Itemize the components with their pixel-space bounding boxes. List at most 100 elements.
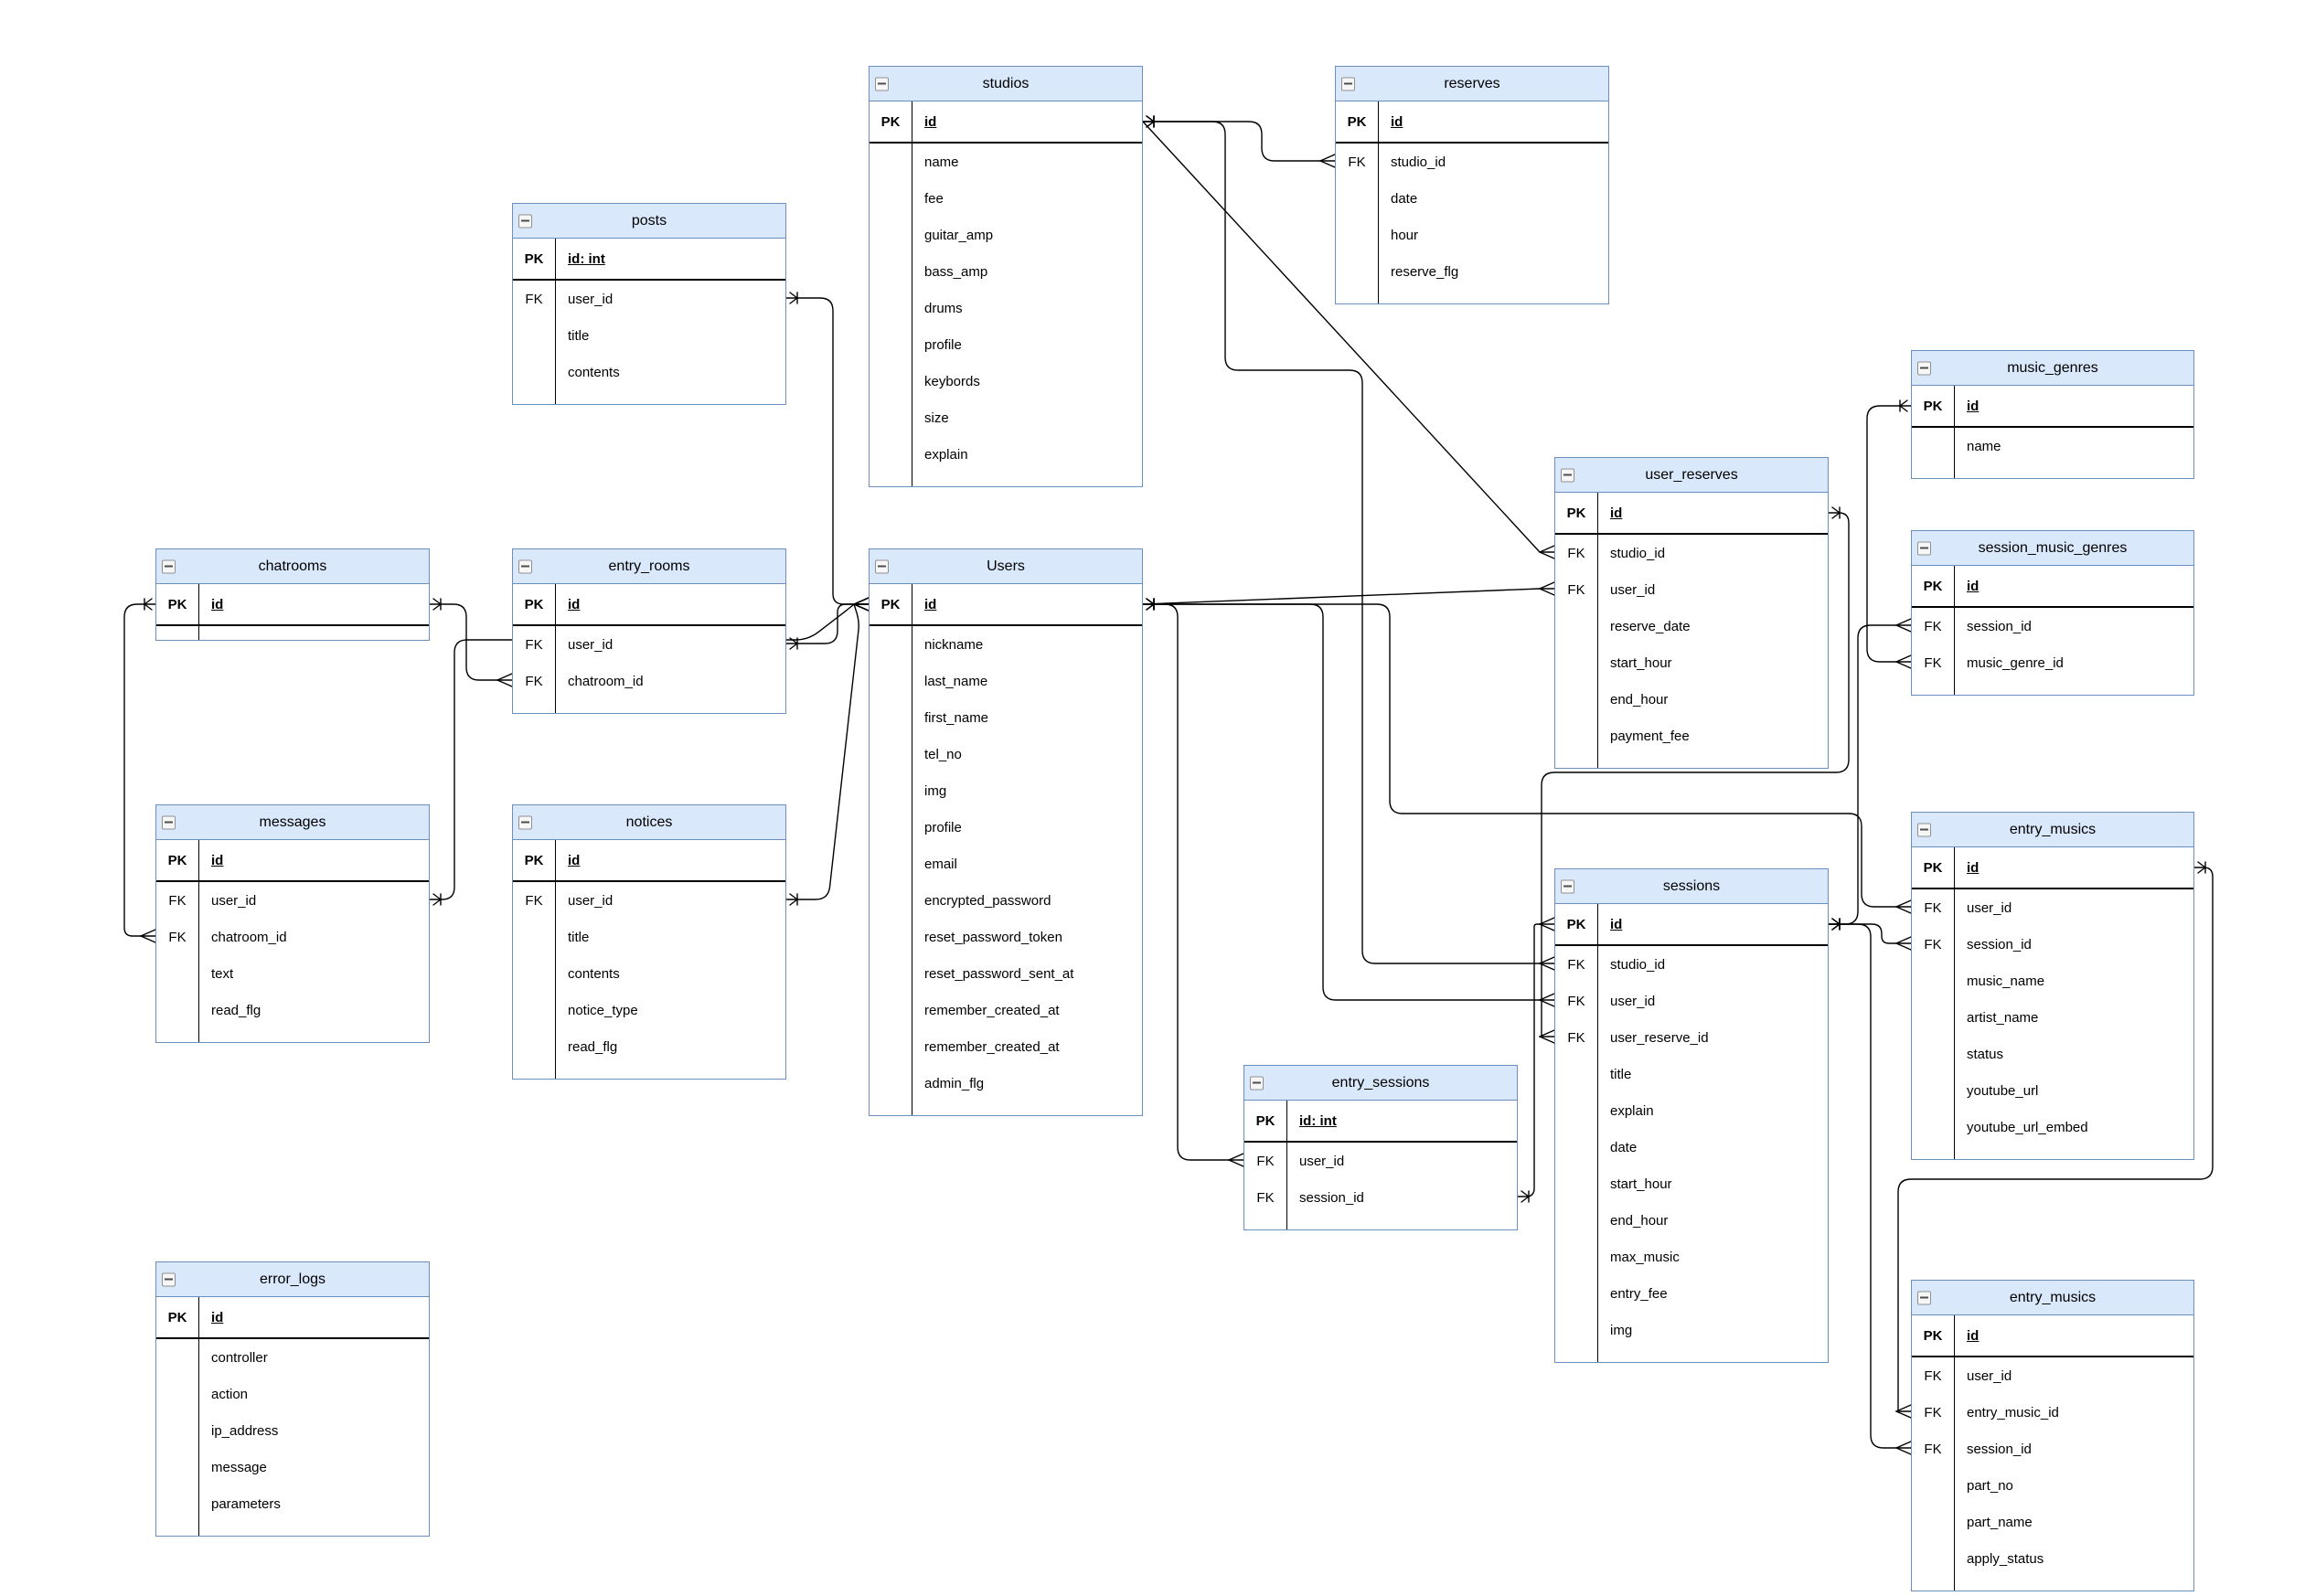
minus-icon[interactable] xyxy=(1561,879,1574,893)
relationship-edge-studios-reserves[interactable] xyxy=(1142,115,1336,168)
entity-header[interactable]: error_logs xyxy=(156,1262,429,1297)
field-row-apply_status[interactable]: apply_status xyxy=(1912,1540,2193,1577)
field-row-youtube_url_embed[interactable]: youtube_url_embed xyxy=(1912,1109,2193,1145)
relationship-edge-chatrooms-messages[interactable] xyxy=(123,598,156,943)
field-row-notice_type[interactable]: notice_type xyxy=(513,992,785,1028)
minus-icon[interactable] xyxy=(1917,1291,1931,1304)
field-row-contents[interactable]: contents xyxy=(513,955,785,992)
field-row-guitar_amp[interactable]: guitar_amp xyxy=(870,217,1142,253)
field-row-bass_amp[interactable]: bass_amp xyxy=(870,253,1142,290)
minus-icon[interactable] xyxy=(1341,77,1355,90)
field-row-ip_address[interactable]: ip_address xyxy=(156,1412,429,1449)
field-row-action[interactable]: action xyxy=(156,1376,429,1412)
entity-header[interactable]: entry_rooms xyxy=(513,549,785,584)
field-row-remember_created_at[interactable]: remember_created_at xyxy=(870,992,1142,1028)
field-row-img[interactable]: img xyxy=(870,772,1142,809)
field-row-end_hour[interactable]: end_hour xyxy=(1555,681,1828,718)
relationship-edge-users-sessions[interactable] xyxy=(1142,598,1555,1007)
field-row-size[interactable]: size xyxy=(870,399,1142,436)
field-row-title[interactable]: title xyxy=(513,919,785,955)
field-row-name[interactable]: name xyxy=(1912,428,2193,464)
field-row-keybords[interactable]: keybords xyxy=(870,363,1142,399)
entity-header[interactable]: user_reserves xyxy=(1555,458,1828,493)
field-row-reset_password_token[interactable]: reset_password_token xyxy=(870,919,1142,955)
field-row-reserve_flg[interactable]: reserve_flg xyxy=(1336,253,1608,290)
entity-header[interactable]: studios xyxy=(870,67,1142,101)
relationship-edge-sessions-entry_musics_l[interactable] xyxy=(1828,918,1912,1455)
field-row-max_music[interactable]: max_music xyxy=(1555,1239,1828,1275)
relationship-edge-users-user_reserves[interactable] xyxy=(1142,581,1555,611)
field-row-contents[interactable]: contents xyxy=(513,354,785,390)
relationship-edge-users-entry_sessions[interactable] xyxy=(1142,598,1244,1167)
minus-icon[interactable] xyxy=(1917,823,1931,836)
field-row-read_flg[interactable]: read_flg xyxy=(513,1028,785,1065)
entity-header[interactable]: sessions xyxy=(1555,869,1828,904)
field-row-title[interactable]: title xyxy=(1555,1056,1828,1092)
field-row-explain[interactable]: explain xyxy=(870,436,1142,473)
relationship-edge-sessions-session_music_genres[interactable] xyxy=(1828,618,1912,931)
field-row-encrypted_password[interactable]: encrypted_password xyxy=(870,882,1142,919)
field-row-part_name[interactable]: part_name xyxy=(1912,1504,2193,1540)
entity-header[interactable]: entry_musics xyxy=(1912,1281,2193,1315)
field-row-artist_name[interactable]: artist_name xyxy=(1912,999,2193,1036)
field-row-drums[interactable]: drums xyxy=(870,290,1142,326)
minus-icon[interactable] xyxy=(518,559,532,573)
field-row-name[interactable]: name xyxy=(870,144,1142,180)
minus-icon[interactable] xyxy=(518,815,532,829)
field-row-message[interactable]: message xyxy=(156,1449,429,1485)
field-row-youtube_url[interactable]: youtube_url xyxy=(1912,1072,2193,1109)
entity-header[interactable]: notices xyxy=(513,805,785,840)
minus-icon[interactable] xyxy=(162,559,176,573)
entity-header[interactable]: music_genres xyxy=(1912,351,2193,386)
field-row-status[interactable]: status xyxy=(1912,1036,2193,1072)
field-row-fee[interactable]: fee xyxy=(870,180,1142,217)
entity-header[interactable]: reserves xyxy=(1336,67,1608,101)
relationship-edge-sessions-entry_musics_u[interactable] xyxy=(1828,918,1912,951)
field-row-last_name[interactable]: last_name xyxy=(870,663,1142,699)
entity-header[interactable]: entry_sessions xyxy=(1244,1066,1517,1101)
relationship-edge-entry_rooms-users[interactable] xyxy=(785,597,870,650)
relationship-edge-entry_sessions-sessions[interactable] xyxy=(1517,917,1555,1203)
